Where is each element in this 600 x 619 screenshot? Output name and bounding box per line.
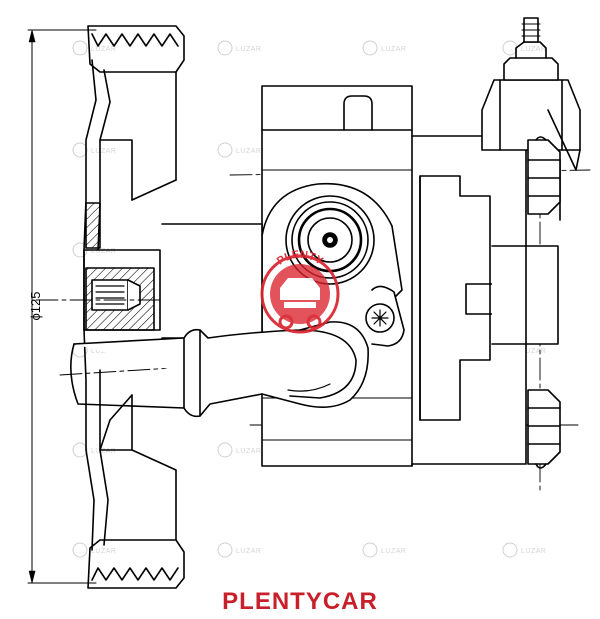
pressure-fitting	[481, 17, 581, 221]
watermark-logo: LUZAR	[72, 442, 116, 458]
watermark-text: LUZAR	[91, 448, 116, 455]
diameter-dimension	[27, 29, 97, 584]
watermark-text: LUZAR	[91, 548, 116, 555]
stamp-label: PLENTY	[275, 249, 326, 268]
watermark-text: LUZAR	[91, 248, 116, 255]
pulley	[83, 25, 185, 589]
watermark-logo: LUZAR	[362, 542, 406, 558]
watermark-text: LUZAR	[521, 46, 546, 53]
watermark-logo: LUZAR	[217, 442, 261, 458]
watermark-logo: LUZAR	[502, 542, 546, 558]
watermark-logo: LUZAR	[217, 542, 261, 558]
lower-bolt	[527, 389, 561, 469]
suction-pipe	[70, 321, 369, 418]
diameter-label: ϕ125	[28, 292, 43, 321]
upper-bolt	[527, 136, 561, 215]
watermark-text: LUZAR	[521, 548, 546, 555]
watermark-logo: LUZAR	[217, 40, 261, 56]
watermark-text: LUZAR	[381, 548, 406, 555]
mounting-bracket	[365, 285, 405, 347]
watermark-logo: LUZAR	[72, 40, 116, 56]
inlet-port	[261, 182, 403, 301]
watermark-text: LUZAR	[236, 46, 261, 53]
watermark-text: LUZAR	[236, 448, 261, 455]
watermark-text: LUZAR	[91, 46, 116, 53]
watermark-logo: LUZAR	[72, 542, 116, 558]
plentycar-stamp: PLENTY	[260, 249, 340, 334]
watermark-logo: LUZAR	[72, 142, 116, 158]
brand-footer: PLENTYCAR	[222, 588, 378, 615]
watermark-text: LUZAR	[521, 348, 546, 355]
watermark-logo: LUZAR	[217, 142, 261, 158]
watermark-text: LUZAR	[381, 46, 406, 53]
watermark-logo: LUZAR	[502, 40, 546, 56]
watermark-text: LUZAR	[236, 548, 261, 555]
watermark-logo: LUZAR	[362, 40, 406, 56]
watermark-text: LUZAR	[91, 148, 116, 155]
watermark-text: LUZAR	[236, 148, 261, 155]
